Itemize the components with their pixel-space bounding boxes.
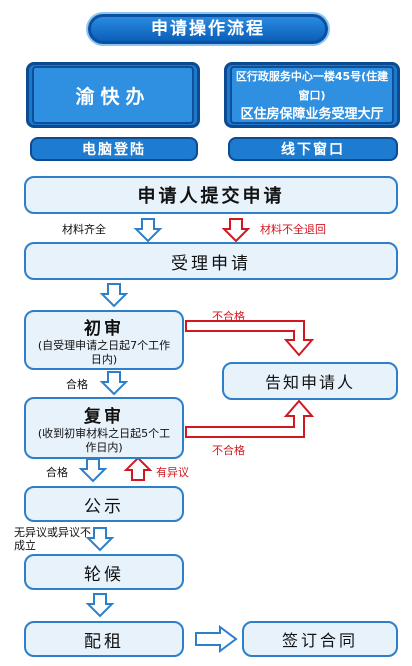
offline-channel-box: 区行政服务中心一楼45号(住建窗口) 区住房保障业务受理大厅 <box>224 62 400 128</box>
step-submit: 申请人提交申请 <box>24 176 398 214</box>
label-materials-complete: 材料齐全 <box>62 223 106 236</box>
label-materials-incomplete: 材料不全退回 <box>260 223 326 236</box>
label-fail-1: 不合格 <box>212 310 245 323</box>
second-review-title: 复审 <box>84 406 124 427</box>
first-review-note: (自受理申请之日起7个工作日内) <box>37 338 171 366</box>
arrow-materials-incomplete <box>221 218 251 243</box>
label-no-objection: 无异议或异议不成立 <box>14 526 91 552</box>
arrow-pass-1 <box>101 371 127 395</box>
online-tag: 电脑登陆 <box>30 137 198 161</box>
arrow-to-first-review <box>101 283 127 307</box>
step-allocation: 配租 <box>24 621 184 657</box>
step-waiting: 轮候 <box>24 554 184 590</box>
online-channel-name: 渝快办 <box>32 66 194 124</box>
label-objection: 有异议 <box>156 466 189 479</box>
offline-address-line2: 区住房保障业务受理大厅 <box>240 106 384 122</box>
step-contract: 签订合同 <box>242 621 398 657</box>
arrow-fail-2 <box>185 399 315 438</box>
flow-title: 申请操作流程 <box>88 14 328 44</box>
offline-tag: 线下窗口 <box>228 137 398 161</box>
arrow-fail-1 <box>185 320 315 357</box>
label-pass-2: 合格 <box>46 466 68 479</box>
step-publicity: 公示 <box>24 486 184 522</box>
step-accept: 受理申请 <box>24 242 398 280</box>
offline-address-line1: 区行政服务中心一楼45号(住建窗口) <box>235 69 389 102</box>
offline-channel-address: 区行政服务中心一楼45号(住建窗口) 区住房保障业务受理大厅 <box>230 66 394 124</box>
online-channel-box: 渝快办 <box>26 62 200 128</box>
first-review-title: 初审 <box>84 318 124 339</box>
label-pass-1: 合格 <box>66 378 88 391</box>
step-first-review: 初审 (自受理申请之日起7个工作日内) <box>24 310 184 370</box>
step-second-review: 复审 (收到初审材料之日起5个工作日内) <box>24 397 184 459</box>
arrow-to-allocation <box>87 593 113 617</box>
second-review-note: (收到初审材料之日起5个工作日内) <box>37 426 171 454</box>
label-fail-2: 不合格 <box>212 444 245 457</box>
step-notify: 告知申请人 <box>222 362 398 400</box>
arrow-materials-complete <box>135 218 161 242</box>
arrow-objection <box>123 456 153 481</box>
arrow-pass-2 <box>80 458 106 482</box>
arrow-to-contract <box>195 625 238 653</box>
